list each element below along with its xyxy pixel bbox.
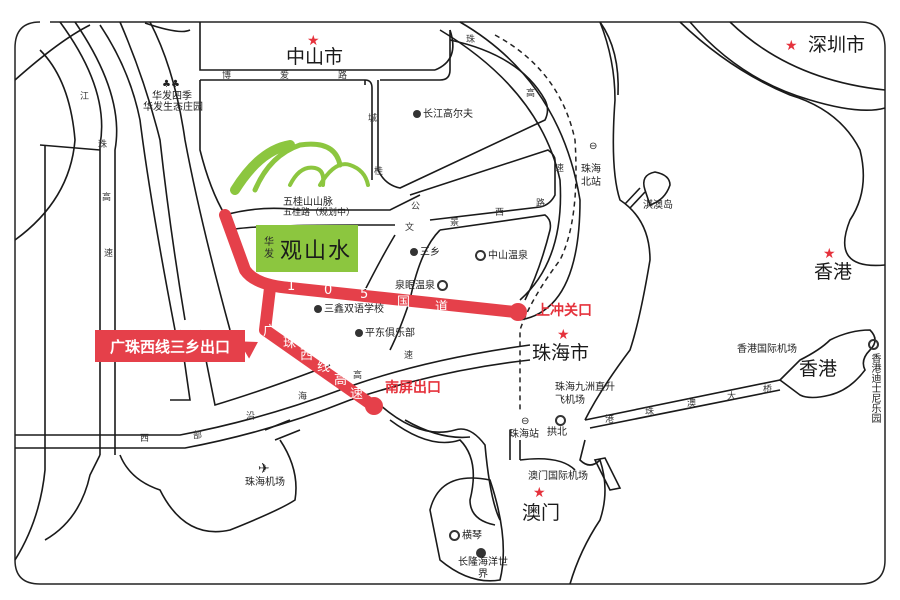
poi-hk-airport: 香港国际机场	[737, 344, 797, 355]
hwy-char: 国	[397, 295, 411, 310]
poi-zhuhai-north-station: 珠海北站	[581, 164, 601, 188]
hwy-char: 广	[263, 324, 277, 339]
rail-station-icon: ⊖	[589, 141, 598, 152]
road-label: 爱	[280, 71, 290, 81]
poi-pingdong-club: 平东俱乐部	[355, 329, 415, 339]
road-label: 高	[353, 371, 363, 381]
ring-icon	[475, 250, 486, 261]
poi-sanxin-school: 三鑫双语学校	[314, 305, 384, 315]
road-label: 速	[555, 164, 565, 174]
poi-gongbei: 拱北	[547, 427, 567, 438]
dot-icon	[476, 544, 488, 560]
city-zhongshan: 中山市	[286, 46, 344, 68]
nanping-exit-label: 南屏出口	[385, 380, 441, 396]
road-label: 大	[727, 392, 737, 402]
road-label: 高	[102, 193, 112, 203]
railway-line	[494, 34, 577, 410]
star-icon: ★	[823, 246, 836, 262]
map-border	[14, 21, 886, 585]
hwy-char: 高	[334, 373, 348, 388]
hwy-char: 道	[435, 300, 449, 315]
road-label: 西	[495, 208, 505, 218]
ring-icon	[437, 280, 448, 291]
star-icon: ★	[307, 33, 320, 49]
rail-station-icon: ⊖	[521, 416, 530, 427]
planned-road-label: 五桂路（规划中）	[283, 208, 356, 218]
dot-icon	[413, 110, 421, 118]
road-label: 珠	[645, 407, 655, 417]
star-icon: ★	[557, 327, 570, 343]
ring-icon	[868, 339, 881, 351]
road-label: 珠	[98, 140, 108, 150]
city-hongkong: 香港	[814, 261, 853, 283]
road-label: 公	[411, 202, 421, 212]
road-label: 桂	[374, 167, 384, 177]
road-label: 西	[140, 434, 150, 444]
brand-name: 观山水	[280, 238, 353, 264]
hwy-char: 珠	[283, 336, 297, 351]
poi-macau-airport: 澳门国际机场	[528, 471, 588, 482]
shangchong-port-label: 上冲关口	[536, 303, 592, 319]
hwy-char: 线	[317, 360, 331, 375]
poi-zhuhai-station: 珠海站	[509, 429, 539, 440]
road-label: 景	[450, 218, 460, 228]
mountain-label: 五桂山山脉	[283, 197, 333, 208]
hwy-char: 1	[287, 279, 296, 294]
road-label: 高	[526, 89, 536, 99]
star-icon: ★	[533, 485, 546, 501]
project-brand-block: 华发 观山水	[256, 225, 358, 272]
city-hongkong-island: 香港	[799, 358, 838, 380]
road-label: 澳	[687, 399, 697, 409]
national-road-105	[219, 209, 521, 318]
road-label: 路	[338, 71, 348, 81]
poi-jiuzhou-heliport: 珠海九洲直升飞机场	[555, 382, 615, 406]
hwy-char: 0	[324, 283, 333, 298]
poi-huafa-siji: 华发四季	[152, 91, 192, 102]
poi-chimelong: 长隆海洋世界	[458, 557, 508, 580]
ring-icon	[555, 415, 568, 427]
dot-icon	[314, 305, 322, 313]
ring-icon	[449, 530, 460, 541]
hwy-char: 5	[360, 287, 369, 302]
road-label: 沿	[246, 412, 256, 422]
city-zhuhai: 珠海市	[532, 342, 590, 364]
road-label: 速	[404, 351, 414, 361]
city-macau: 澳门	[522, 502, 561, 524]
poi-huafa-eco: 华发生态庄园	[143, 102, 203, 113]
tree-icon: ♣♣	[162, 79, 180, 90]
poi-hk-disney: 香港迪士尼乐园	[869, 353, 880, 423]
road-label: 部	[193, 431, 203, 441]
poi-hengqin: 横琴	[449, 530, 482, 542]
guangzhu-west-expressway	[259, 282, 378, 411]
poi-zhongshan-hotspring: 中山温泉	[475, 250, 528, 262]
road-label: 城	[368, 114, 378, 124]
sanxiang-exit-callout: 广珠西线三乡出口	[95, 330, 245, 362]
road-label: 路	[536, 199, 546, 209]
dot-icon	[410, 248, 418, 256]
star-icon: ★	[785, 38, 798, 54]
road-label: 珠	[466, 35, 476, 45]
poi-qiao-island: 淇澳岛	[643, 200, 673, 211]
city-shenzhen: 深圳市	[808, 34, 866, 56]
brand-developer: 华发	[264, 236, 274, 260]
airplane-icon: ✈	[258, 461, 270, 477]
poi-changjiang-golf: 长江高尔夫	[413, 110, 473, 120]
poi-sanxiang: 三乡	[410, 248, 440, 258]
poi-zhuhai-airport: 珠海机场	[245, 477, 285, 488]
road-label: 速	[104, 249, 114, 259]
hwy-char: 速	[350, 387, 364, 402]
dot-icon	[355, 329, 363, 337]
poi-quanyan-hotspring: 泉眼温泉	[395, 280, 450, 292]
road-label: 桥	[763, 385, 773, 395]
road-label: 博	[222, 71, 232, 81]
road-label: 文	[405, 223, 415, 233]
road-label: 江	[80, 92, 90, 102]
road-label: 港	[605, 415, 615, 425]
road-label: 海	[298, 392, 308, 402]
hwy-char: 西	[300, 348, 314, 363]
